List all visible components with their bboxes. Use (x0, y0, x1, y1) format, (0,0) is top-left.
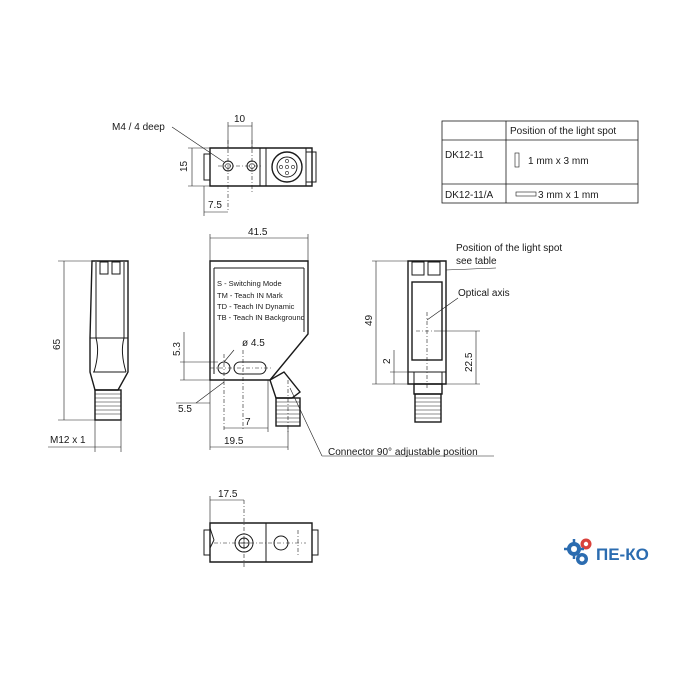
front-view: S - Switching Mode TM - Teach IN Mark TD… (172, 227, 494, 458)
dim-15: 15 (179, 160, 190, 172)
mode-tm: TM - Teach IN Mark (217, 291, 283, 300)
dim-5-5: 5.5 (178, 404, 192, 415)
logo-text: ПЕ-КО (596, 545, 649, 564)
connector-label: Connector 90° adjustable position (328, 447, 478, 458)
left-view: 65 M12 x 1 (48, 260, 129, 452)
spot-vertical-icon (514, 152, 520, 168)
thread-m12: M12 x 1 (50, 435, 86, 446)
dim-65: 65 (52, 338, 63, 350)
spot-label-1: Position of the light spot (456, 243, 562, 254)
dim-5-3: 5.3 (172, 342, 183, 356)
dim-7: 7 (245, 417, 251, 428)
mode-tb: TB - Teach IN Background (217, 313, 305, 322)
dim-49: 49 (364, 314, 375, 326)
spot-label-2: see table (456, 256, 497, 267)
dim-17-5: 17.5 (218, 489, 238, 500)
mode-s: S - Switching Mode (217, 279, 282, 288)
spot-horizontal-icon (515, 191, 537, 197)
dim-7-5: 7.5 (208, 200, 222, 211)
dim-10: 10 (234, 114, 246, 125)
top-view: M4 / 4 deep 10 15 7.5 (112, 114, 317, 216)
brand-logo: ПЕ-КО (564, 538, 649, 565)
thread-label: M4 / 4 deep (112, 122, 165, 133)
dim-2: 2 (382, 358, 393, 364)
table-model-2: DK12-11/A (445, 190, 494, 201)
table-spot-2: 3 mm x 1 mm (538, 190, 599, 201)
dim-diameter: ø 4.5 (242, 338, 265, 349)
table-header: Position of the light spot (510, 126, 616, 137)
light-spot-table: Position of the light spot DK12-11 1 mm … (441, 120, 639, 204)
mode-td: TD - Teach IN Dynamic (217, 302, 295, 311)
table-model-1: DK12-11 (445, 150, 484, 161)
right-view: Position of the light spot see table Opt… (364, 243, 562, 423)
dim-22-5: 22.5 (464, 352, 475, 372)
dim-19-5: 19.5 (224, 436, 244, 447)
bottom-view: 17.5 (203, 489, 319, 568)
optical-axis-label: Optical axis (458, 288, 510, 299)
gears-icon (564, 538, 592, 565)
dim-41-5: 41.5 (248, 227, 268, 238)
table-spot-1: 1 mm x 3 mm (528, 156, 589, 167)
